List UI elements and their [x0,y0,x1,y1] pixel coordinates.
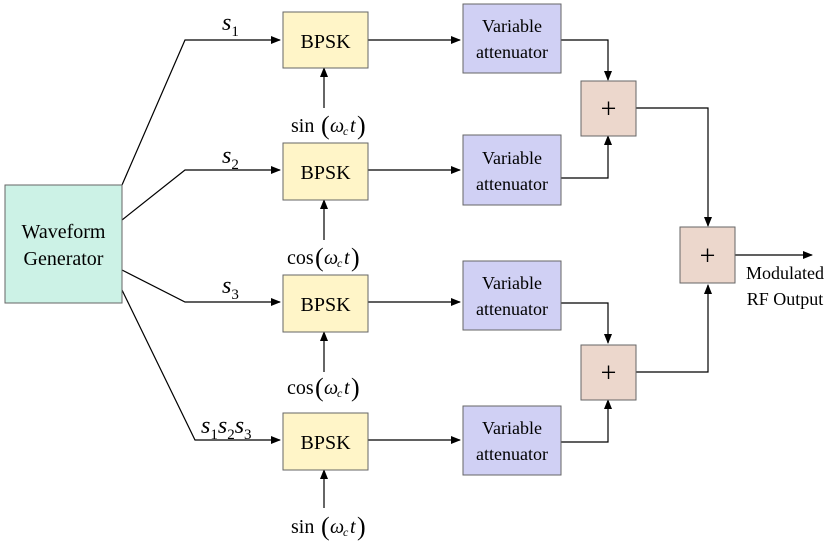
attenuator-box [462,260,562,331]
attenuator-block-4: Variable attenuator [462,405,562,476]
attenuator-label-2: attenuator [476,444,548,464]
bpsk-label: BPSK [300,31,351,53]
carrier-label-4: sin ( ω c t ) [291,512,366,541]
attenuator-block-2: Variable attenuator [462,134,562,206]
carrier-fn: sin [291,115,314,137]
waveform-generator-label-2: Generator [24,248,104,270]
wire-att1-to-adder-top [561,39,612,81]
signal-label-2: s2 [222,143,239,173]
time-symbol: t [344,247,350,269]
adder-box [580,344,637,401]
omega-symbol: ω [324,377,338,399]
bpsk-box [282,11,369,69]
adder-box [679,226,736,284]
omega-symbol: ω [330,115,344,137]
output-label-1: Modulated [746,263,824,283]
attenuator-label-1: Variable [482,148,542,168]
time-symbol: t [350,516,356,538]
carrier-subscript: c [337,386,343,400]
wire-adder-bottom-to-final [636,284,712,373]
adder-plus-symbol: + [601,94,617,125]
connections [121,36,813,508]
attenuator-label-1: Variable [482,273,542,293]
attenuator-label-1: Variable [482,16,542,36]
signal-label-3: s3 [222,273,239,303]
wire-gen-to-bpsk2 [121,166,281,221]
carrier-fn: cos [287,247,314,269]
bpsk-label: BPSK [300,432,351,454]
bpsk-block-4: BPSK [282,412,369,471]
carrier-subscript: c [343,525,349,539]
bpsk-box [282,142,369,201]
wire-gen-to-bpsk3 [121,269,281,306]
paren-open: ( [321,512,330,541]
adder-top: + [580,80,637,137]
adder-final: + [679,226,736,284]
bpsk-block-1: BPSK [282,11,369,69]
paren-open: ( [315,243,324,272]
adder-plus-symbol: + [601,358,617,389]
attenuator-box [462,405,562,476]
carrier-fn: cos [287,377,314,399]
waveform-generator-box [4,184,123,304]
adder-plus-symbol: + [700,241,716,272]
time-symbol: t [344,377,350,399]
attenuator-box [462,3,562,74]
wire-att3-to-adder-bottom [561,302,612,344]
bpsk-label: BPSK [300,162,351,184]
carrier-subscript: c [337,256,343,270]
attenuator-block-1: Variable attenuator [462,3,562,74]
bpsk-block-3: BPSK [282,274,369,333]
carrier-subscript: c [343,124,349,138]
carrier-label-2: cos ( ω c t ) [287,243,360,272]
bpsk-block-2: BPSK [282,142,369,201]
paren-close: ) [351,243,360,272]
paren-close: ) [351,373,360,402]
waveform-generator-label-1: Waveform [22,221,106,243]
signal-label-1: s1 [222,10,239,40]
time-symbol: t [350,115,356,137]
attenuator-box [462,134,562,206]
adder-bottom: + [580,344,637,401]
attenuator-label-1: Variable [482,418,542,438]
paren-close: ) [357,512,366,541]
wire-gen-to-bpsk1 [121,36,281,186]
attenuator-label-2: attenuator [476,299,548,319]
wire-adder-top-to-final [636,107,712,227]
adder-box [580,80,637,137]
paren-open: ( [321,111,330,140]
paren-close: ) [357,111,366,140]
attenuator-label-2: attenuator [476,42,548,62]
wire-att2-to-adder-top [561,135,612,179]
waveform-generator-block: Waveform Generator [4,184,123,304]
signal-label-4: s1s2s3 [201,413,252,443]
attenuator-label-2: attenuator [476,174,548,194]
omega-symbol: ω [324,247,338,269]
carrier-label-1: sin ( ω c t ) [291,111,366,140]
omega-symbol: ω [330,516,344,538]
bpsk-box [282,274,369,333]
paren-open: ( [315,373,324,402]
carrier-fn: sin [291,516,314,538]
bpsk-label: BPSK [300,294,351,316]
wire-att4-to-adder-bottom [561,399,612,443]
wire-gen-to-bpsk4 [121,289,281,444]
output-label-2: RF Output [747,289,824,309]
carrier-label-3: cos ( ω c t ) [287,373,360,402]
attenuator-block-3: Variable attenuator [462,260,562,331]
bpsk-box [282,412,369,471]
